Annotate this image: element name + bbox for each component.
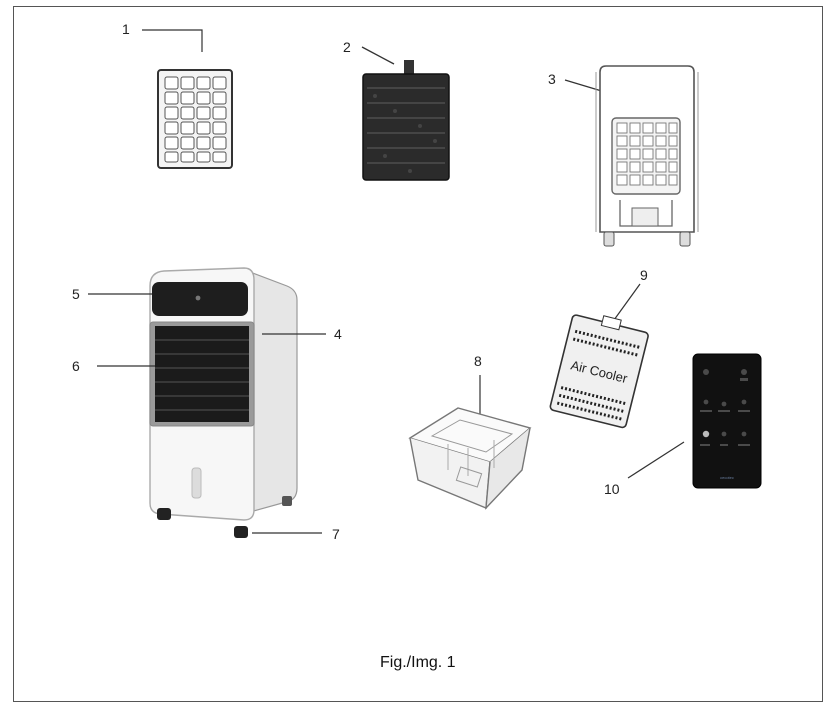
callout-5: 5 [72, 286, 80, 302]
figure-caption: Fig./Img. 1 [380, 654, 456, 671]
callout-4: 4 [334, 326, 342, 342]
callout-7: 7 [332, 526, 340, 542]
leader-line-9 [613, 283, 641, 321]
caster-wheel [157, 508, 171, 520]
cooler-rear-view [564, 65, 699, 247]
leader-line-1 [142, 29, 203, 52]
remote-brand-label: cecotec [720, 475, 734, 480]
callout-8: 8 [474, 353, 482, 369]
remote-control: cecotec [627, 353, 762, 489]
caster-wheel [234, 526, 248, 538]
ice-pack: Air Cooler [549, 283, 649, 429]
callout-1: 1 [122, 21, 130, 37]
ice-filter-grid [142, 29, 233, 169]
water-tank [408, 375, 532, 510]
cooling-pad-filter [361, 46, 450, 181]
leader-line-2 [361, 46, 395, 65]
callout-10: 10 [604, 481, 620, 497]
leader-line-10 [627, 441, 685, 479]
callout-6: 6 [72, 358, 80, 374]
callout-3: 3 [548, 71, 556, 87]
louvers [155, 326, 249, 422]
callout-2: 2 [343, 39, 351, 55]
air-cooler-unit [88, 267, 326, 538]
callout-9: 9 [640, 267, 648, 283]
